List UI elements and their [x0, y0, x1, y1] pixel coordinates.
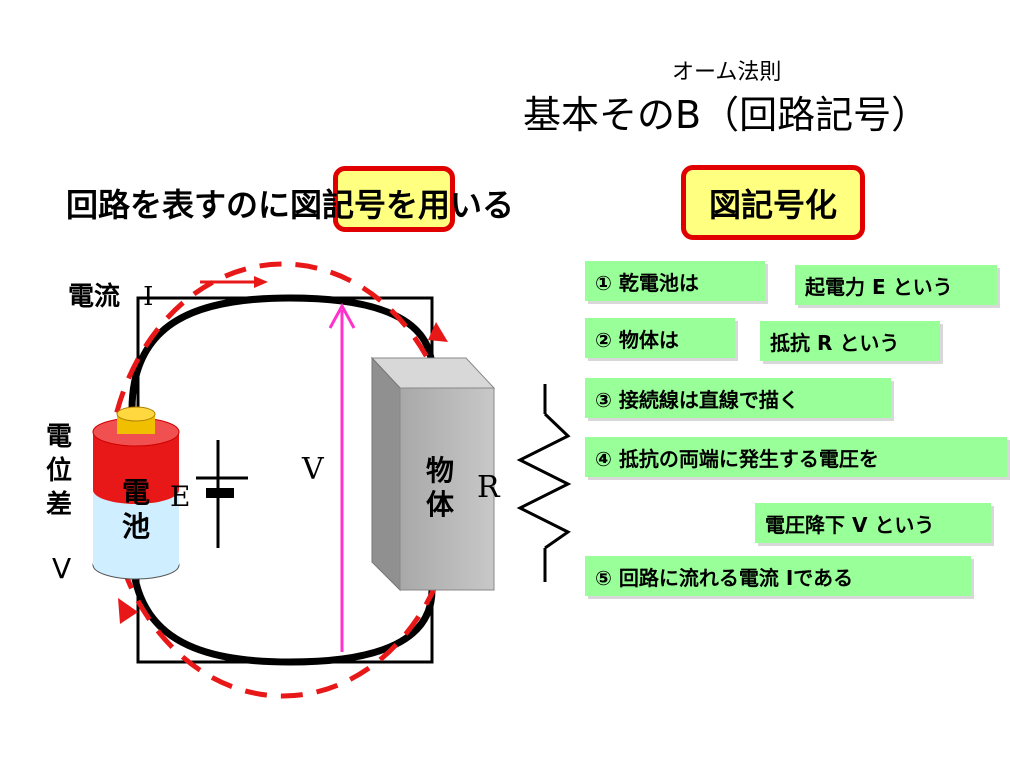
emf-symbol: E	[170, 480, 191, 513]
potential-label-char-3: 差	[46, 490, 73, 520]
note-voltage-across: ④ 抵抗の両端に発生する電圧を	[585, 437, 1007, 477]
current-arrow-tip	[254, 276, 268, 288]
voltage-arrow-tip	[328, 302, 356, 329]
object-label: 物 体	[426, 454, 454, 522]
voltage-symbol: V	[302, 452, 324, 487]
note-emf: 起電力 E という	[795, 265, 997, 305]
object-label-char-2: 体	[426, 488, 455, 521]
battery-label-char-2: 池	[122, 510, 151, 543]
object-box	[370, 356, 496, 592]
object-label-char-1: 物	[426, 454, 455, 487]
current-arrow-head	[428, 322, 448, 342]
note-voltage-drop: 電圧降下 V という	[755, 503, 991, 543]
intro-highlight-term: 図記号	[290, 186, 387, 224]
current-label-text: 電流	[68, 282, 121, 312]
potential-symbol: V	[52, 552, 72, 585]
resistance-symbol: R	[477, 470, 500, 505]
intro-text-pre: 回路を表すのに	[66, 186, 291, 224]
slide-subtitle: オーム法則	[672, 60, 782, 85]
battery-symbol-icon	[196, 440, 248, 548]
wire-top-loop	[128, 294, 436, 411]
potential-label-char-2: 位	[46, 456, 73, 486]
note-current: ⑤ 回路に流れる電流 Iである	[585, 556, 971, 596]
battery-label-char-1: 電	[122, 476, 151, 509]
potential-label-char-1: 電	[46, 422, 73, 452]
intro-text-post: を用いる	[386, 186, 515, 224]
note-resistance: 抵抗 R という	[760, 321, 940, 361]
note-battery: ① 乾電池は	[585, 261, 765, 301]
battery-illustration	[92, 406, 180, 580]
note-object: ② 物体は	[585, 318, 735, 358]
current-symbol: I	[143, 282, 154, 312]
current-arrow-head-bottom	[118, 598, 138, 624]
battery-label: 電 池	[122, 476, 150, 544]
resistor-symbol-icon	[516, 384, 572, 582]
current-label: 電流 I	[68, 276, 153, 313]
symbolization-badge: 図記号化	[681, 165, 865, 240]
potential-label: 電 位 差	[46, 420, 72, 522]
note-wire: ③ 接続線は直線で描く	[585, 378, 891, 418]
wire-bottom-loop	[128, 547, 436, 666]
slide-title: 基本そのB（回路記号）	[523, 93, 930, 137]
